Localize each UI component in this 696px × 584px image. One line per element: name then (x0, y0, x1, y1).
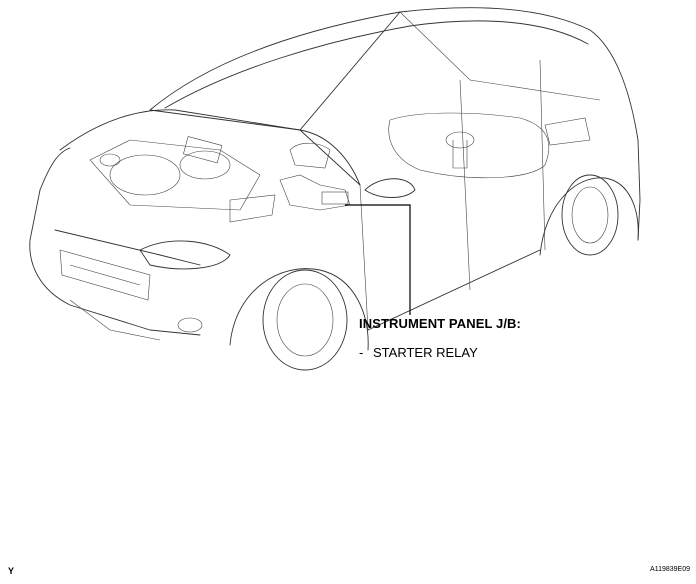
callout-item-starter-relay: -STARTER RELAY (359, 345, 478, 360)
car-body-outline (29, 7, 641, 371)
callout-item-marker: - (359, 345, 364, 360)
footer-figure-code: A119839E09 (650, 566, 690, 573)
rear-components (388, 112, 591, 179)
instrument-panel-area (279, 174, 351, 211)
callout-leader-line (345, 204, 411, 315)
callout-item-label: STARTER RELAY (373, 345, 478, 360)
engine-bay-components (89, 136, 331, 223)
footer-left-code: Y (8, 566, 15, 576)
callout-title: INSTRUMENT PANEL J/B: (359, 316, 521, 331)
